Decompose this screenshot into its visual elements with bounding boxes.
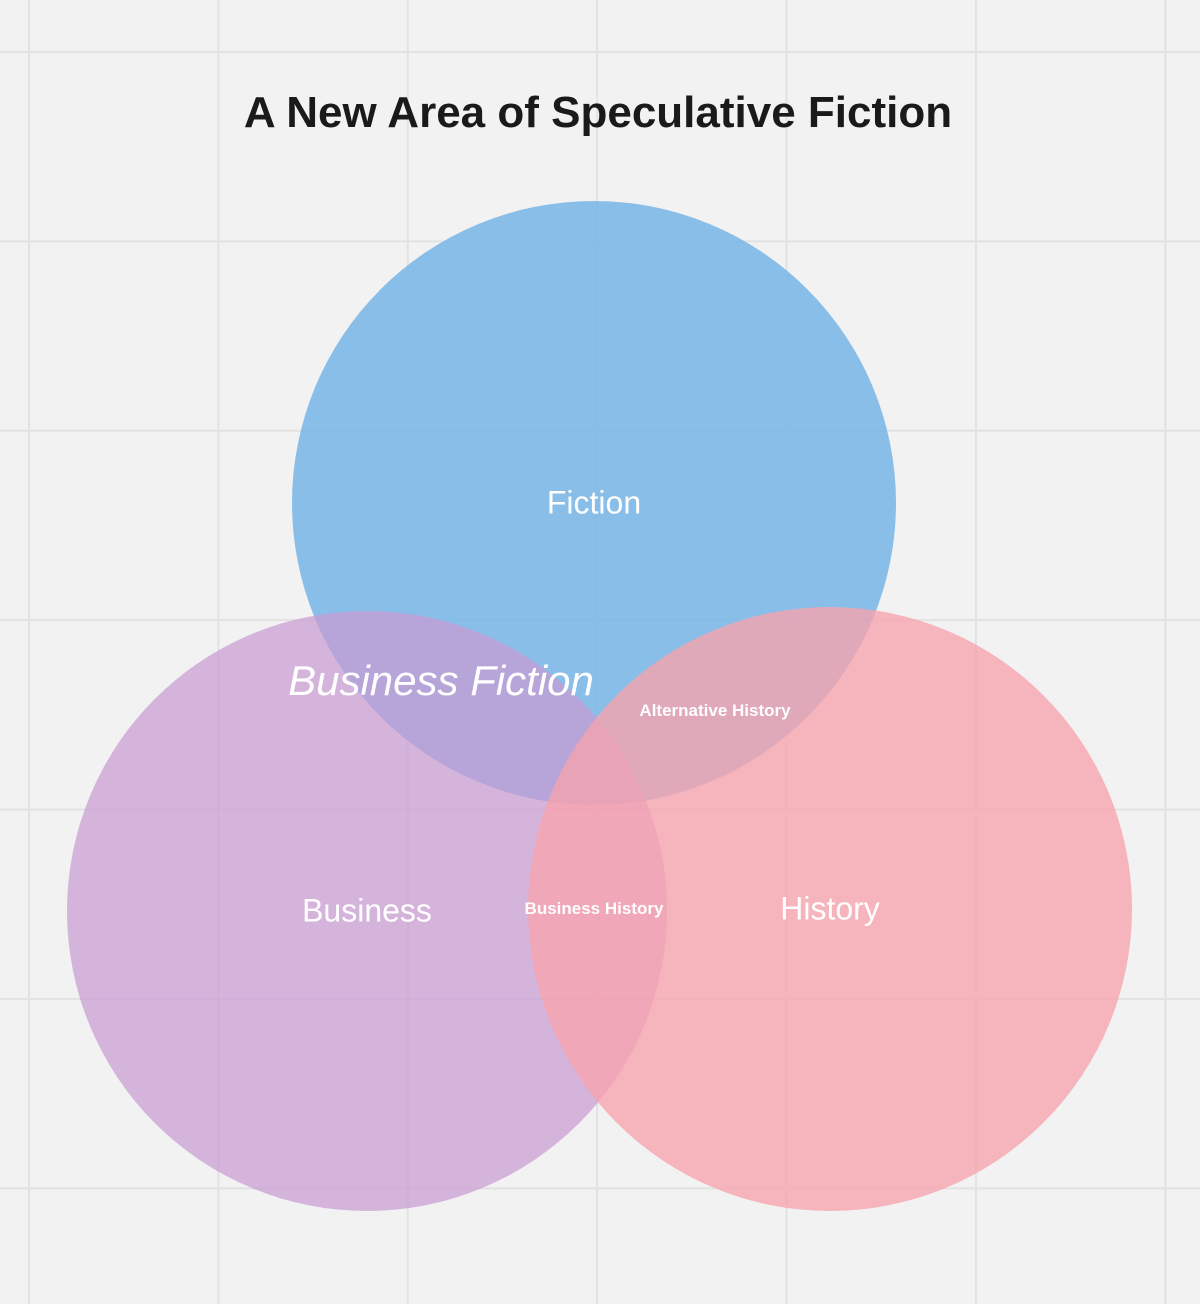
alternative-history-label: Alternative History <box>639 701 791 720</box>
business-circle <box>67 611 667 1211</box>
business-fiction-label: Business Fiction <box>288 657 594 704</box>
business-history-label: Business History <box>524 899 664 918</box>
business-label: Business <box>302 892 432 929</box>
history-label: History <box>780 890 880 927</box>
diagram-title: A New Area of Speculative Fiction <box>243 88 953 137</box>
fiction-label: Fiction <box>546 484 642 521</box>
history-circle <box>528 607 1132 1211</box>
